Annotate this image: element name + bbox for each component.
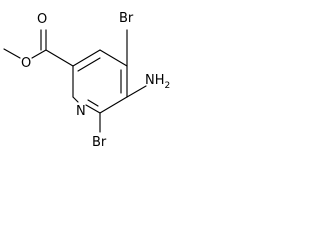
atom-nh2: NH2 — [145, 73, 170, 91]
atom-nh2-subscript: 2 — [165, 81, 171, 91]
atom-carbonyl-o: O — [37, 12, 47, 27]
bond-c2-c3 — [72, 49, 101, 67]
atom-br-top: Br — [119, 11, 134, 26]
bond-c3-c4 — [99, 49, 128, 67]
bond-c6-n1-inner — [87, 99, 99, 107]
bond-carbonyl-ester-o — [31, 49, 47, 59]
atom-ring-n: N — [76, 104, 86, 119]
atom-nh2-main: NH — [145, 73, 165, 88]
atom-br-bottom: Br — [92, 135, 107, 150]
bond-ester-o-methyl — [3, 48, 21, 59]
atom-labels: Br NH2 N Br O O — [21, 11, 170, 150]
bond-c5-nh2 — [126, 85, 147, 98]
atom-ester-o: O — [21, 56, 31, 71]
substituent-bonds — [3, 29, 147, 133]
pyridine-ring — [72, 49, 128, 114]
bond-c3-c3-inner — [77, 57, 101, 72]
bond-c2-carbonyl — [45, 49, 74, 67]
bond-n1-c2 — [72, 96, 79, 103]
bond-c6-n1 — [85, 104, 101, 114]
chemical-structure: Br NH2 N Br O O — [3, 11, 170, 150]
bond-c5-c6 — [99, 96, 128, 114]
